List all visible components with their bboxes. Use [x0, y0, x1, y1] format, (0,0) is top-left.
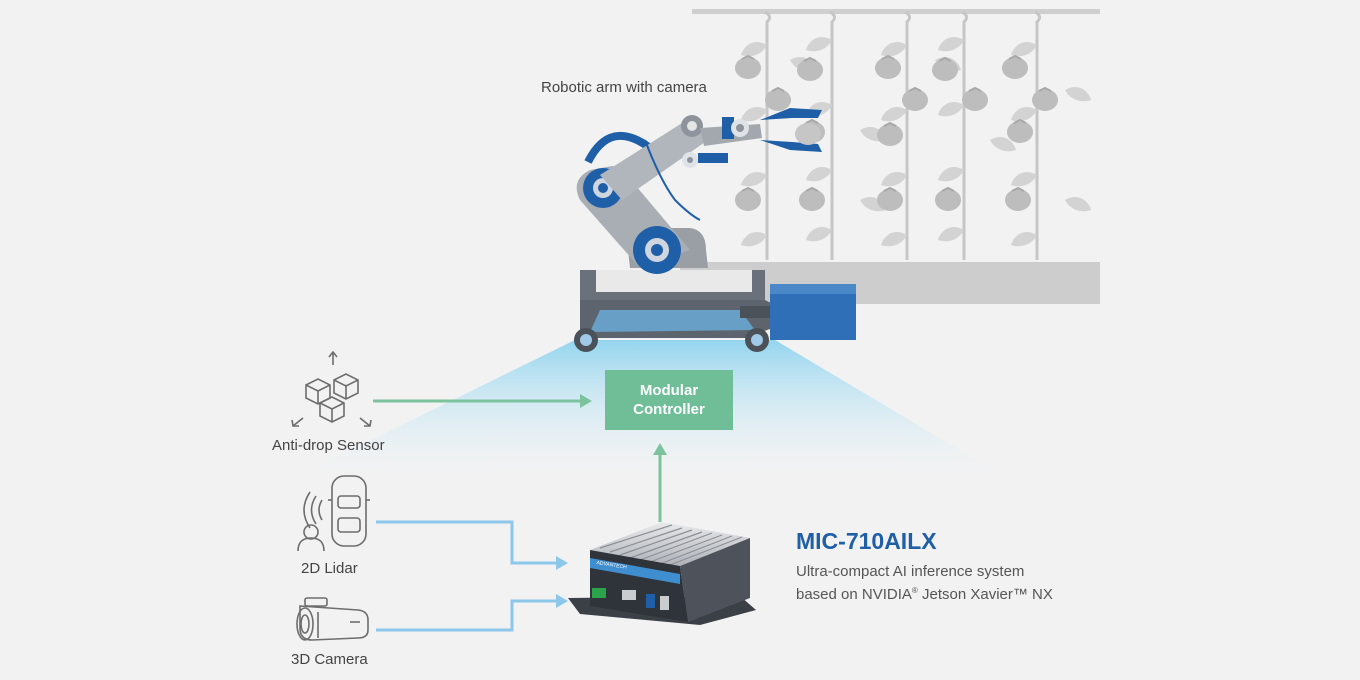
camera-arrow	[376, 599, 557, 632]
greenhouse-rail	[692, 9, 1100, 14]
lidar-icon	[297, 475, 370, 552]
tomatoes	[734, 55, 1059, 212]
lidar-arrow	[376, 520, 557, 565]
plant-stems	[764, 10, 1042, 260]
controller-label-line2: Controller	[633, 401, 705, 418]
tomato-plants	[734, 10, 1091, 260]
robotic-arm	[576, 108, 822, 274]
lidar-label: 2D Lidar	[301, 560, 358, 577]
product-desc-line1: Ultra-compact AI inference system	[796, 563, 1025, 580]
controller-label-line1: Modular	[639, 382, 699, 399]
product-description: Ultra-compact AI inference system based …	[796, 562, 1053, 604]
robotic-arm-label: Robotic arm with camera	[541, 79, 707, 96]
camera-label: 3D Camera	[291, 651, 368, 668]
mic-710ailx-device	[568, 522, 756, 625]
connection-arrows	[373, 394, 667, 632]
anti-drop-sensor-label: Anti-drop Sensor	[272, 437, 385, 454]
product-name: MIC-710AILX	[796, 528, 937, 554]
3d-camera-icon	[296, 597, 369, 641]
modular-controller-box: Modular Controller	[605, 370, 733, 430]
product-desc-line2: based on NVIDIA® Jetson Xavier™ NX	[796, 586, 1053, 603]
robot-cart	[574, 270, 856, 352]
anti-drop-sensor-icon	[291, 350, 372, 427]
